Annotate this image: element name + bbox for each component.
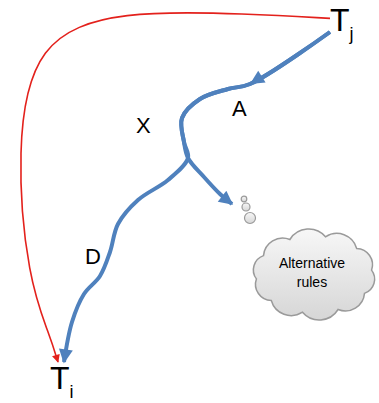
label-slot: X bbox=[136, 115, 151, 137]
symbol-letter: T bbox=[50, 360, 70, 396]
cloud-shape bbox=[253, 229, 374, 320]
point-label: A bbox=[232, 98, 247, 120]
label-slot: D bbox=[85, 246, 101, 268]
thought-bubble bbox=[242, 203, 250, 211]
label-slot: A bbox=[232, 98, 247, 120]
subscript: i bbox=[70, 382, 74, 402]
term-symbol: Tj bbox=[330, 4, 354, 36]
thought-cloud: Alternative rules bbox=[232, 192, 379, 322]
point-label: D bbox=[85, 246, 101, 268]
thought-bubble bbox=[245, 213, 256, 224]
symbol-letter: T bbox=[330, 2, 350, 38]
cloud-text-holder: Alternative rules bbox=[245, 225, 379, 320]
subscript: j bbox=[350, 24, 354, 44]
cloud-text: Alternative rules bbox=[267, 254, 357, 290]
term-symbol: Ti bbox=[50, 362, 74, 394]
thought-bubble bbox=[241, 196, 247, 202]
branch-arrow bbox=[181, 32, 330, 204]
point-label: X bbox=[136, 115, 151, 137]
